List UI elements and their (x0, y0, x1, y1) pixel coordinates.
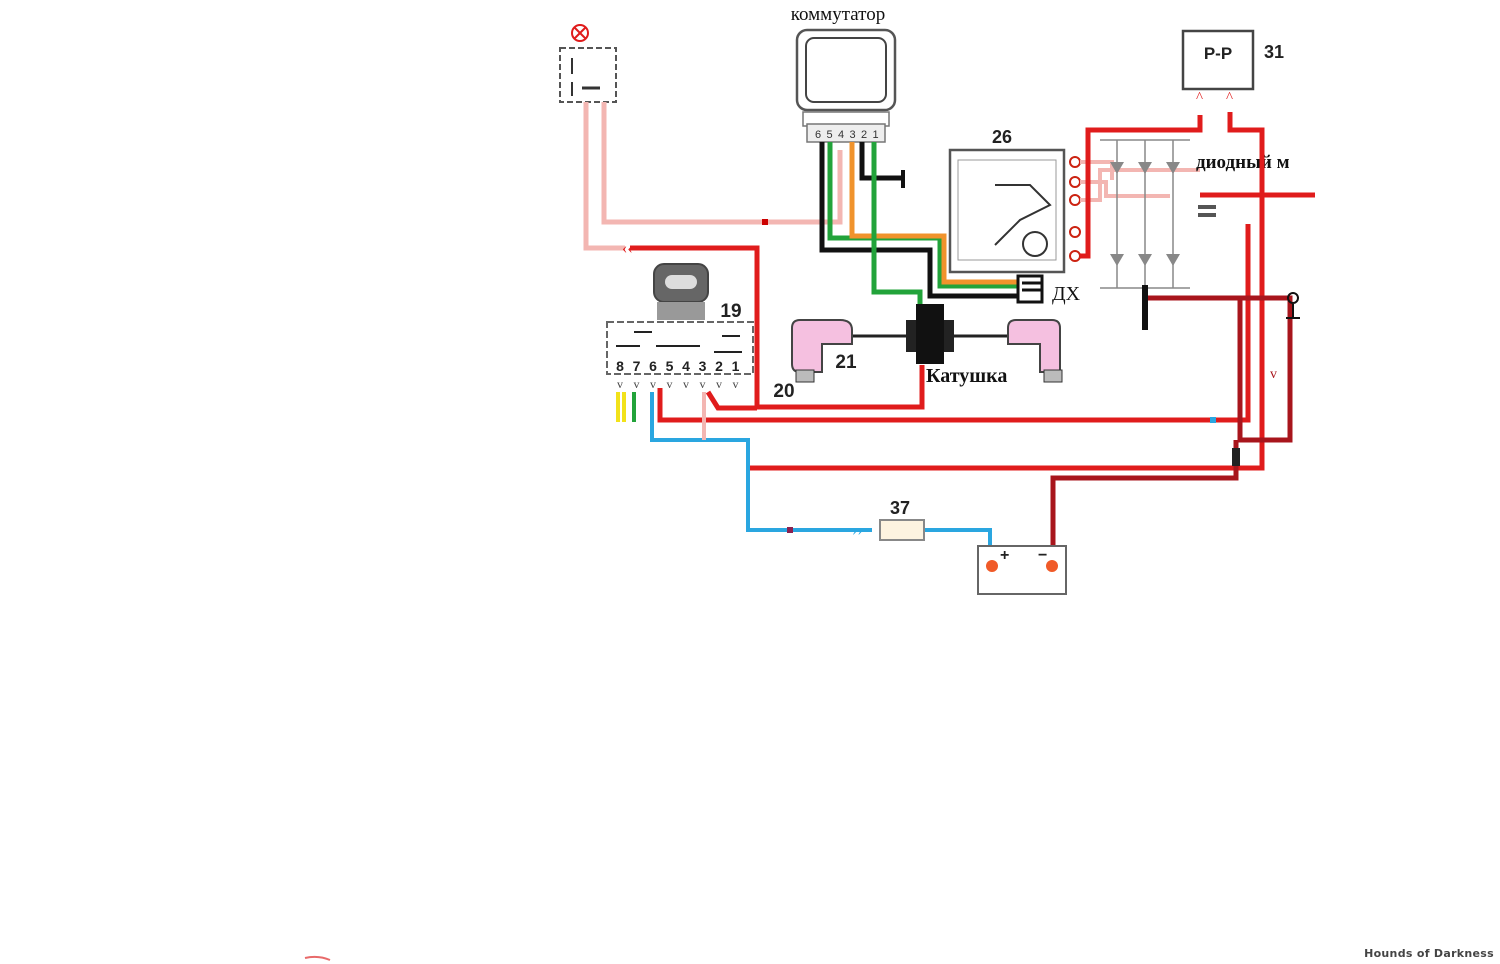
switch-pin-connector: v (683, 377, 689, 391)
switch-pin-connector: v (733, 377, 739, 391)
battery-minus: − (1038, 547, 1047, 564)
battery-plus: + (1000, 547, 1009, 564)
fuse-number: 37 (890, 498, 910, 518)
hall-sensor (1016, 274, 1044, 304)
commutator-label: коммутатор (791, 4, 885, 25)
switch-pin-connector: v (650, 377, 656, 391)
switch-pin-4: 4 (682, 358, 690, 374)
switch-pin-connector: v (634, 377, 640, 391)
switch-pin-5: 5 (666, 358, 674, 374)
connector-arrow: ›› (852, 522, 863, 539)
fuse (879, 519, 925, 541)
commutator-unit (795, 28, 897, 143)
switch-pin-2: 2 (715, 358, 723, 374)
coil-number: 21 (835, 352, 857, 373)
commutator-pin-5: 5 (826, 129, 832, 141)
commutator-pin-1: 1 (872, 129, 878, 141)
connector-arrow: v (1270, 367, 1277, 382)
diode-block-label: диодный м (1196, 152, 1290, 173)
switch-pin-connector: v (700, 377, 706, 391)
switch-pin-connector: v (617, 377, 623, 391)
generator-number: 26 (992, 127, 1012, 147)
wires-commutator (819, 142, 1020, 315)
switch-pin-6: 6 (649, 358, 657, 374)
coil-label: Катушка (926, 365, 1007, 387)
wires-generator (1080, 115, 1203, 259)
switch-pin-8: 8 (616, 358, 624, 374)
ignition-switch (606, 263, 754, 375)
spark-plug-cap-right (1007, 319, 1063, 383)
splice (1232, 448, 1240, 466)
warning-lamp (559, 24, 617, 103)
generator (948, 148, 1081, 274)
voltage-regulator (1181, 29, 1255, 91)
switch-pin-7: 7 (633, 358, 641, 374)
connector-arrow: ^ (1226, 90, 1233, 106)
stray-mark (304, 955, 331, 961)
regulator-number: 31 (1264, 42, 1284, 62)
switch-pin-1: 1 (732, 358, 740, 374)
commutator-pin-3: 3 (849, 129, 855, 141)
switch-pin-3: 3 (699, 358, 707, 374)
wire-mark (1210, 417, 1216, 423)
commutator-pin-6: 6 (815, 129, 821, 141)
watermark: Hounds of Darkness (1364, 947, 1494, 960)
ignition-coil (850, 304, 1010, 364)
commutator-pin-2: 2 (861, 129, 867, 141)
spark-plug-cap-left (791, 319, 853, 383)
ignition-switch-number: 19 (720, 301, 741, 322)
regulator-label: Р-Р (1204, 44, 1232, 63)
switch-pin-connector: v (667, 377, 673, 391)
hall-sensor-label: ДХ (1052, 283, 1081, 305)
wire-mark (787, 527, 793, 533)
wires-red-main (657, 112, 1315, 471)
ground-symbol (1286, 292, 1300, 319)
connector-arrow: ‹‹ (622, 240, 633, 257)
spark-plug-number: 20 (773, 381, 794, 402)
wire-mark (762, 219, 768, 225)
connector-arrow: ^ (1196, 90, 1203, 106)
switch-pin-connector: v (716, 377, 722, 391)
battery (977, 545, 1067, 595)
wire-pink-lamp (583, 102, 843, 251)
commutator-pin-4: 4 (838, 129, 844, 141)
